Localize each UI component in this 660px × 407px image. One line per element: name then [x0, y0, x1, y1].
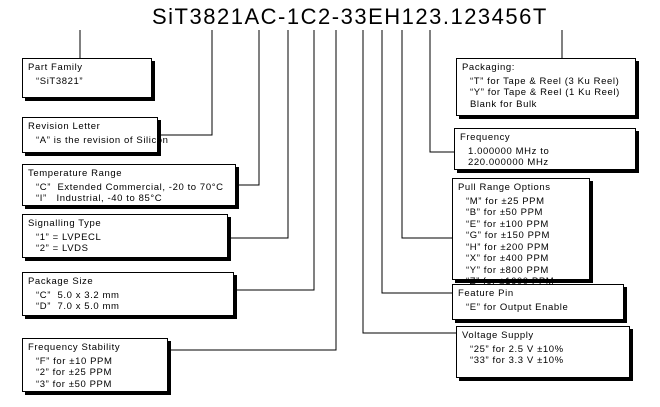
- part-family-box: Part Family “SiT3821”: [22, 58, 152, 98]
- frequency-title: Frequency: [460, 132, 511, 143]
- pn-feature-pin: E: [368, 4, 385, 29]
- packaging-line-1: “T” for Tape & Reel (3 Ku Reel): [470, 75, 620, 87]
- pull-range-title: Pull Range Options: [458, 182, 551, 193]
- package-box: Package Size “C” 5.0 x 3.2 mm “D” 7.0 x …: [22, 272, 234, 316]
- packaging-line-3: Blank for Bulk: [470, 98, 538, 110]
- pull-range-box: Pull Range Options “M” for ±25 PPM “B” f…: [452, 178, 590, 287]
- temperature-box: Temperature Range “C” Extended Commercia…: [22, 164, 236, 206]
- feature-pin-box: Feature Pin “E” for Output Enable: [452, 284, 624, 320]
- stability-line-2: “2” for ±25 PPM: [36, 367, 112, 378]
- package-title: Package Size: [28, 276, 94, 287]
- pn-revision: A: [244, 4, 261, 29]
- connector-temperature: [236, 30, 260, 186]
- signalling-box: Signalling Type “1” = LVPECL “2” = LVDS: [22, 214, 228, 258]
- packaging-box: Packaging: “T” for Tape & Reel (3 Ku Ree…: [456, 58, 636, 116]
- temperature-line-2: “I” Industrial, -40 to 85°C: [36, 193, 163, 204]
- feature-pin-line: “E” for Output Enable: [466, 301, 569, 313]
- pn-dash-1: -: [278, 4, 287, 29]
- connector-pull-range: [401, 30, 452, 239]
- voltage-line-1: “25” for 2.5 V ±10%: [470, 343, 564, 355]
- pull-range-line-5: “H” for ±200 PPM: [466, 241, 550, 253]
- pn-package: C: [300, 4, 318, 29]
- stability-box: Frequency Stability “F” for ±10 PPM “2” …: [22, 338, 168, 392]
- pn-pull-range: H: [384, 4, 402, 29]
- temperature-line-1: “C” Extended Commercial, -20 to 70°C: [36, 181, 224, 193]
- packaging-line-2: “Y” for Tape & Reel (1 Ku Reel): [470, 87, 620, 98]
- temperature-title: Temperature Range: [28, 168, 123, 179]
- voltage-box: Voltage Supply “25” for 2.5 V ±10% “33” …: [456, 326, 630, 378]
- pn-signalling: 1: [286, 4, 301, 29]
- connector-feature-pin: [381, 30, 452, 294]
- frequency-line-2: 220.000000 MHz: [468, 157, 549, 168]
- connector-stability: [168, 30, 337, 351]
- pn-packaging: T: [532, 4, 548, 29]
- pull-range-line-4: “G” for ±150 PPM: [466, 230, 550, 241]
- pn-voltage: 33: [340, 4, 369, 29]
- part-number: SiT3821AC-1C2-33EH123.123456T: [152, 4, 548, 30]
- revision-title: Revision Letter: [28, 121, 101, 132]
- package-line-1: “C” 5.0 x 3.2 mm: [36, 289, 120, 301]
- pn-temperature: C: [260, 4, 279, 29]
- signalling-line-2: “2” = LVDS: [36, 243, 89, 254]
- pn-dash-2: -: [331, 4, 341, 29]
- voltage-title: Voltage Supply: [462, 330, 534, 341]
- connector-revision: [158, 30, 213, 136]
- part-family-title: Part Family: [28, 62, 83, 73]
- connector-voltage: [362, 30, 456, 334]
- feature-pin-title: Feature Pin: [458, 288, 514, 299]
- connector-package: [234, 30, 315, 291]
- pull-range-line-3: “E” for ±100 PPM: [466, 218, 549, 230]
- signalling-line-1: “1” = LVPECL: [36, 231, 102, 243]
- stability-title: Frequency Stability: [28, 342, 121, 353]
- packaging-title: Packaging:: [462, 62, 516, 73]
- revision-line: “A” is the revision of Silicon: [36, 134, 169, 146]
- connector-frequency: [429, 30, 454, 153]
- package-line-2: “D” 7.0 x 5.0 mm: [36, 301, 120, 312]
- stability-line-3: “3” for ±50 PPM: [36, 378, 112, 390]
- stability-line-1: “F” for ±10 PPM: [36, 355, 113, 367]
- voltage-line-2: “33” for 3.3 V ±10%: [470, 355, 564, 366]
- pull-range-line-7: “Y” for ±800 PPM: [466, 264, 549, 276]
- pn-stability: 2: [318, 4, 332, 29]
- pull-range-line-8: “Z” for ±1600 PPM: [466, 276, 555, 287]
- signalling-title: Signalling Type: [28, 218, 102, 229]
- pull-range-line-2: “B” for ±50 PPM: [466, 207, 544, 218]
- pn-frequency: 123.123456: [401, 4, 533, 29]
- frequency-line-1: 1.000000 MHz to: [468, 145, 550, 157]
- pn-family: SiT3821: [152, 4, 245, 29]
- revision-box: Revision Letter “A” is the revision of S…: [22, 117, 169, 153]
- connector-signalling: [228, 30, 289, 239]
- frequency-box: Frequency 1.000000 MHz to 220.000000 MHz: [454, 128, 636, 170]
- pull-range-line-1: “M” for ±25 PPM: [466, 195, 545, 207]
- part-family-line: “SiT3821”: [36, 75, 84, 87]
- pull-range-line-6: “X” for ±400 PPM: [466, 253, 549, 264]
